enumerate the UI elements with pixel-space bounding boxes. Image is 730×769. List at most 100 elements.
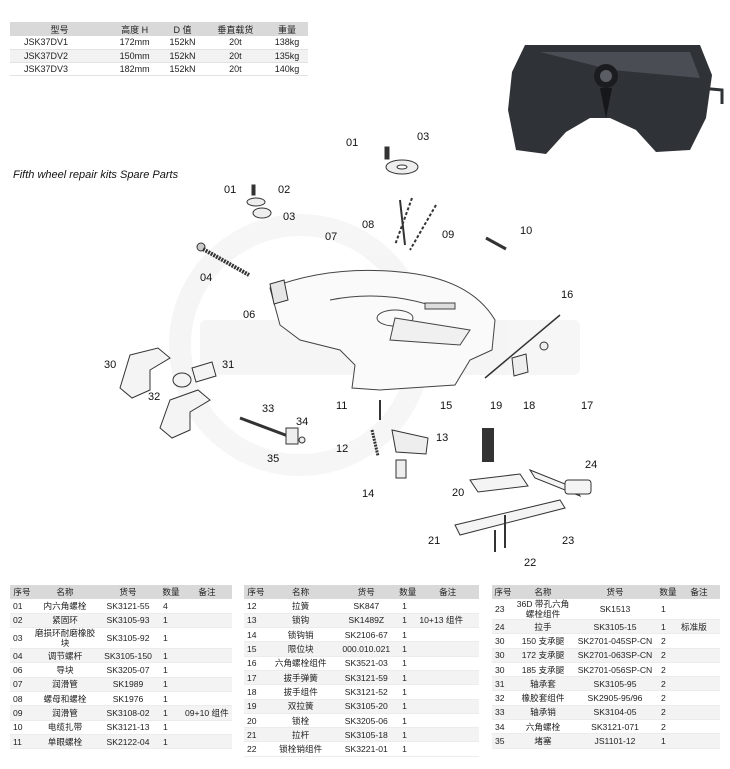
part-name: 紧固环: [34, 613, 96, 629]
callout-label: 31: [222, 359, 235, 371]
part-note: [678, 599, 720, 620]
spec-header-row: 型号 高度 H D 值 垂直载货 重量: [10, 22, 308, 36]
spec-cell: 150mm: [109, 49, 161, 63]
part-note: [416, 741, 479, 757]
spec-cell: JSK37DV1: [10, 36, 110, 50]
parts-header: 数量: [658, 585, 678, 599]
part-name: 双拉簧: [267, 699, 334, 714]
spec-cell: 140kg: [266, 62, 308, 76]
part-name: 螺母和螺栓: [34, 691, 96, 707]
spec-header: 垂直载货: [204, 22, 267, 36]
diagram-subtitle: Fifth wheel repair kits Spare Parts: [13, 169, 179, 181]
spec-header: D 值: [160, 22, 205, 36]
part-note: [416, 656, 479, 671]
part-code: SK3121-59: [333, 670, 400, 686]
spec-cell: 135kg: [266, 49, 308, 63]
spec-row: JSK37DV1 172mm 152kN 20t 138kg: [10, 36, 308, 50]
part-number: 04: [10, 648, 34, 664]
part-note: [678, 690, 720, 706]
part-qty: 1: [399, 613, 417, 629]
part-qty: 1: [399, 741, 417, 757]
part-note: [678, 676, 720, 692]
spec-cell: JSK37DV2: [10, 49, 110, 63]
part-qty: 1: [658, 733, 678, 749]
callout-label: 04: [200, 272, 213, 284]
part-name: 拉手: [514, 619, 572, 635]
part-code: SK3205-07: [96, 662, 160, 678]
part-code: SK3104-05: [572, 705, 658, 721]
callout-label: 34: [296, 416, 309, 428]
part-number: 18: [244, 684, 268, 700]
part-code: SK2905-95/96: [572, 690, 658, 706]
part-qty: 1: [160, 648, 182, 664]
parts-header: 备注: [416, 585, 479, 599]
part-number: 23: [492, 599, 514, 620]
part-code: SK2701-045SP-CN: [572, 633, 658, 649]
part-code: SK1976: [96, 691, 160, 707]
exploded-diagram: [119, 45, 724, 552]
part-name: 润滑管: [34, 705, 96, 721]
part-qty: 1: [160, 691, 182, 707]
callout-label: 21: [428, 535, 441, 547]
part-qty: 1: [160, 613, 182, 629]
part-code: SK2106-67: [333, 627, 400, 643]
part-note: [416, 699, 479, 714]
part-code: SK3221-01: [333, 741, 400, 757]
part-number: 03: [10, 627, 34, 650]
part-code: SK3105-93: [96, 613, 160, 629]
part-name: 拉杆: [267, 727, 334, 743]
part-name: 锁钩: [267, 613, 334, 629]
spec-header: 型号: [10, 22, 110, 36]
part-name: 六角螺栓组件: [267, 656, 334, 671]
handle-assembly: [484, 314, 561, 379]
part-note: [182, 720, 232, 735]
callout-label: 12: [336, 443, 349, 455]
parts-header: 数量: [160, 585, 182, 599]
spec-cell: 172mm: [109, 36, 161, 50]
parts-header: 名称: [267, 585, 334, 599]
part-name: 拔手弹簧: [267, 670, 334, 686]
fifth-wheel-photo: [508, 45, 724, 154]
cable-tie: [485, 236, 507, 251]
part-number: 35: [492, 733, 514, 749]
part-note: [182, 599, 232, 614]
callout-label: 33: [262, 403, 275, 415]
part-code: SK3105-18: [333, 727, 400, 743]
part-note: [182, 648, 232, 664]
part-number: 34: [492, 719, 514, 735]
callout-label: 16: [561, 289, 574, 301]
part-code: SK3105-20: [333, 699, 400, 714]
part-number: 12: [244, 599, 268, 614]
part-code: SK3121-55: [96, 599, 160, 614]
part-name: 172 支承腿: [514, 648, 572, 663]
part-qty: 2: [658, 662, 678, 678]
part-number: 11: [10, 734, 34, 750]
part-qty: 1: [399, 599, 417, 614]
part-code: SK2701-063SP-CN: [572, 648, 658, 663]
part-note: [678, 733, 720, 749]
part-name: 六角螺栓: [514, 719, 572, 735]
part-qty: 2: [658, 719, 678, 735]
part-code: JS1101-12: [572, 733, 658, 749]
part-name: 185 支承腿: [514, 662, 572, 678]
part-qty: 1: [399, 699, 417, 714]
callout-label: 32: [148, 391, 161, 403]
callout-label: 24: [585, 459, 598, 471]
part-number: 02: [10, 613, 34, 629]
part-qty: 1: [160, 705, 182, 721]
part-note: [678, 662, 720, 678]
part-qty: 1: [160, 734, 182, 750]
part-number: 30: [492, 662, 514, 678]
spec-cell: 152kN: [160, 49, 205, 63]
